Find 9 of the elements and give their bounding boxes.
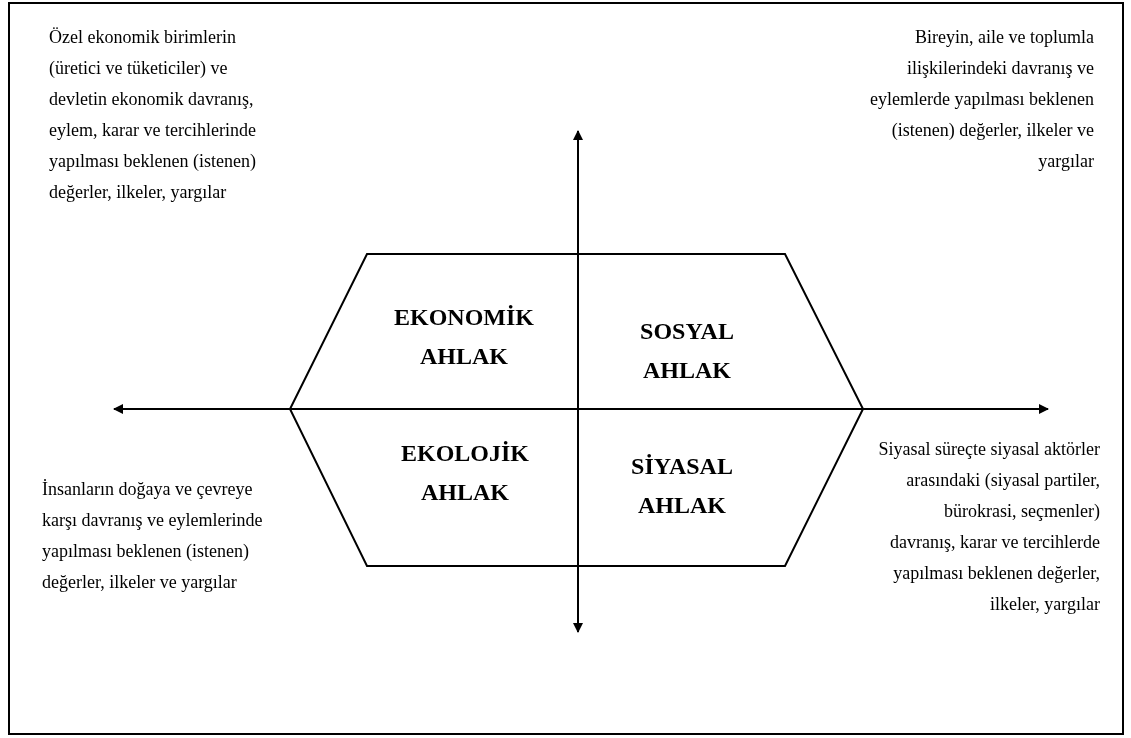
hexagon-shape — [290, 254, 863, 566]
description-text: Özel ekonomik birimlerin (üretici ve tüketiciler) ve devletin ekonomik davranış, eylem, karar ve tercihlerinde yapılması beklenen (istenen) değerler, ilkeler, yargılar — [49, 26, 257, 204]
quadrant-title: SOSYAL AHLAK — [639, 317, 735, 385]
description-text: Bireyin, aile ve toplumla ilişkilerindeki davranış ve eylemlerde yapılması beklenen (istenen) değerler, ilkeler ve yargılar — [869, 26, 1094, 173]
description-text: İnsanların doğaya ve çevreye karşı davranış ve eylemlerinde yapılması beklenen (istenen) değerler, ilkeler ve yargılar — [42, 478, 264, 594]
quadrant-title: EKONOMİK AHLAK — [393, 303, 535, 371]
quadrant-title: SİYASAL AHLAK — [630, 452, 734, 520]
description-text: Siyasal süreçte siyasal aktörler arasındaki (siyasal partiler, bürokrasi, seçmenler) davranış, karar ve tercihlerde yapılması beklenen değerler, ilkeler, yargılar — [878, 438, 1100, 616]
quadrant-title: EKOLOJİK AHLAK — [400, 439, 530, 507]
